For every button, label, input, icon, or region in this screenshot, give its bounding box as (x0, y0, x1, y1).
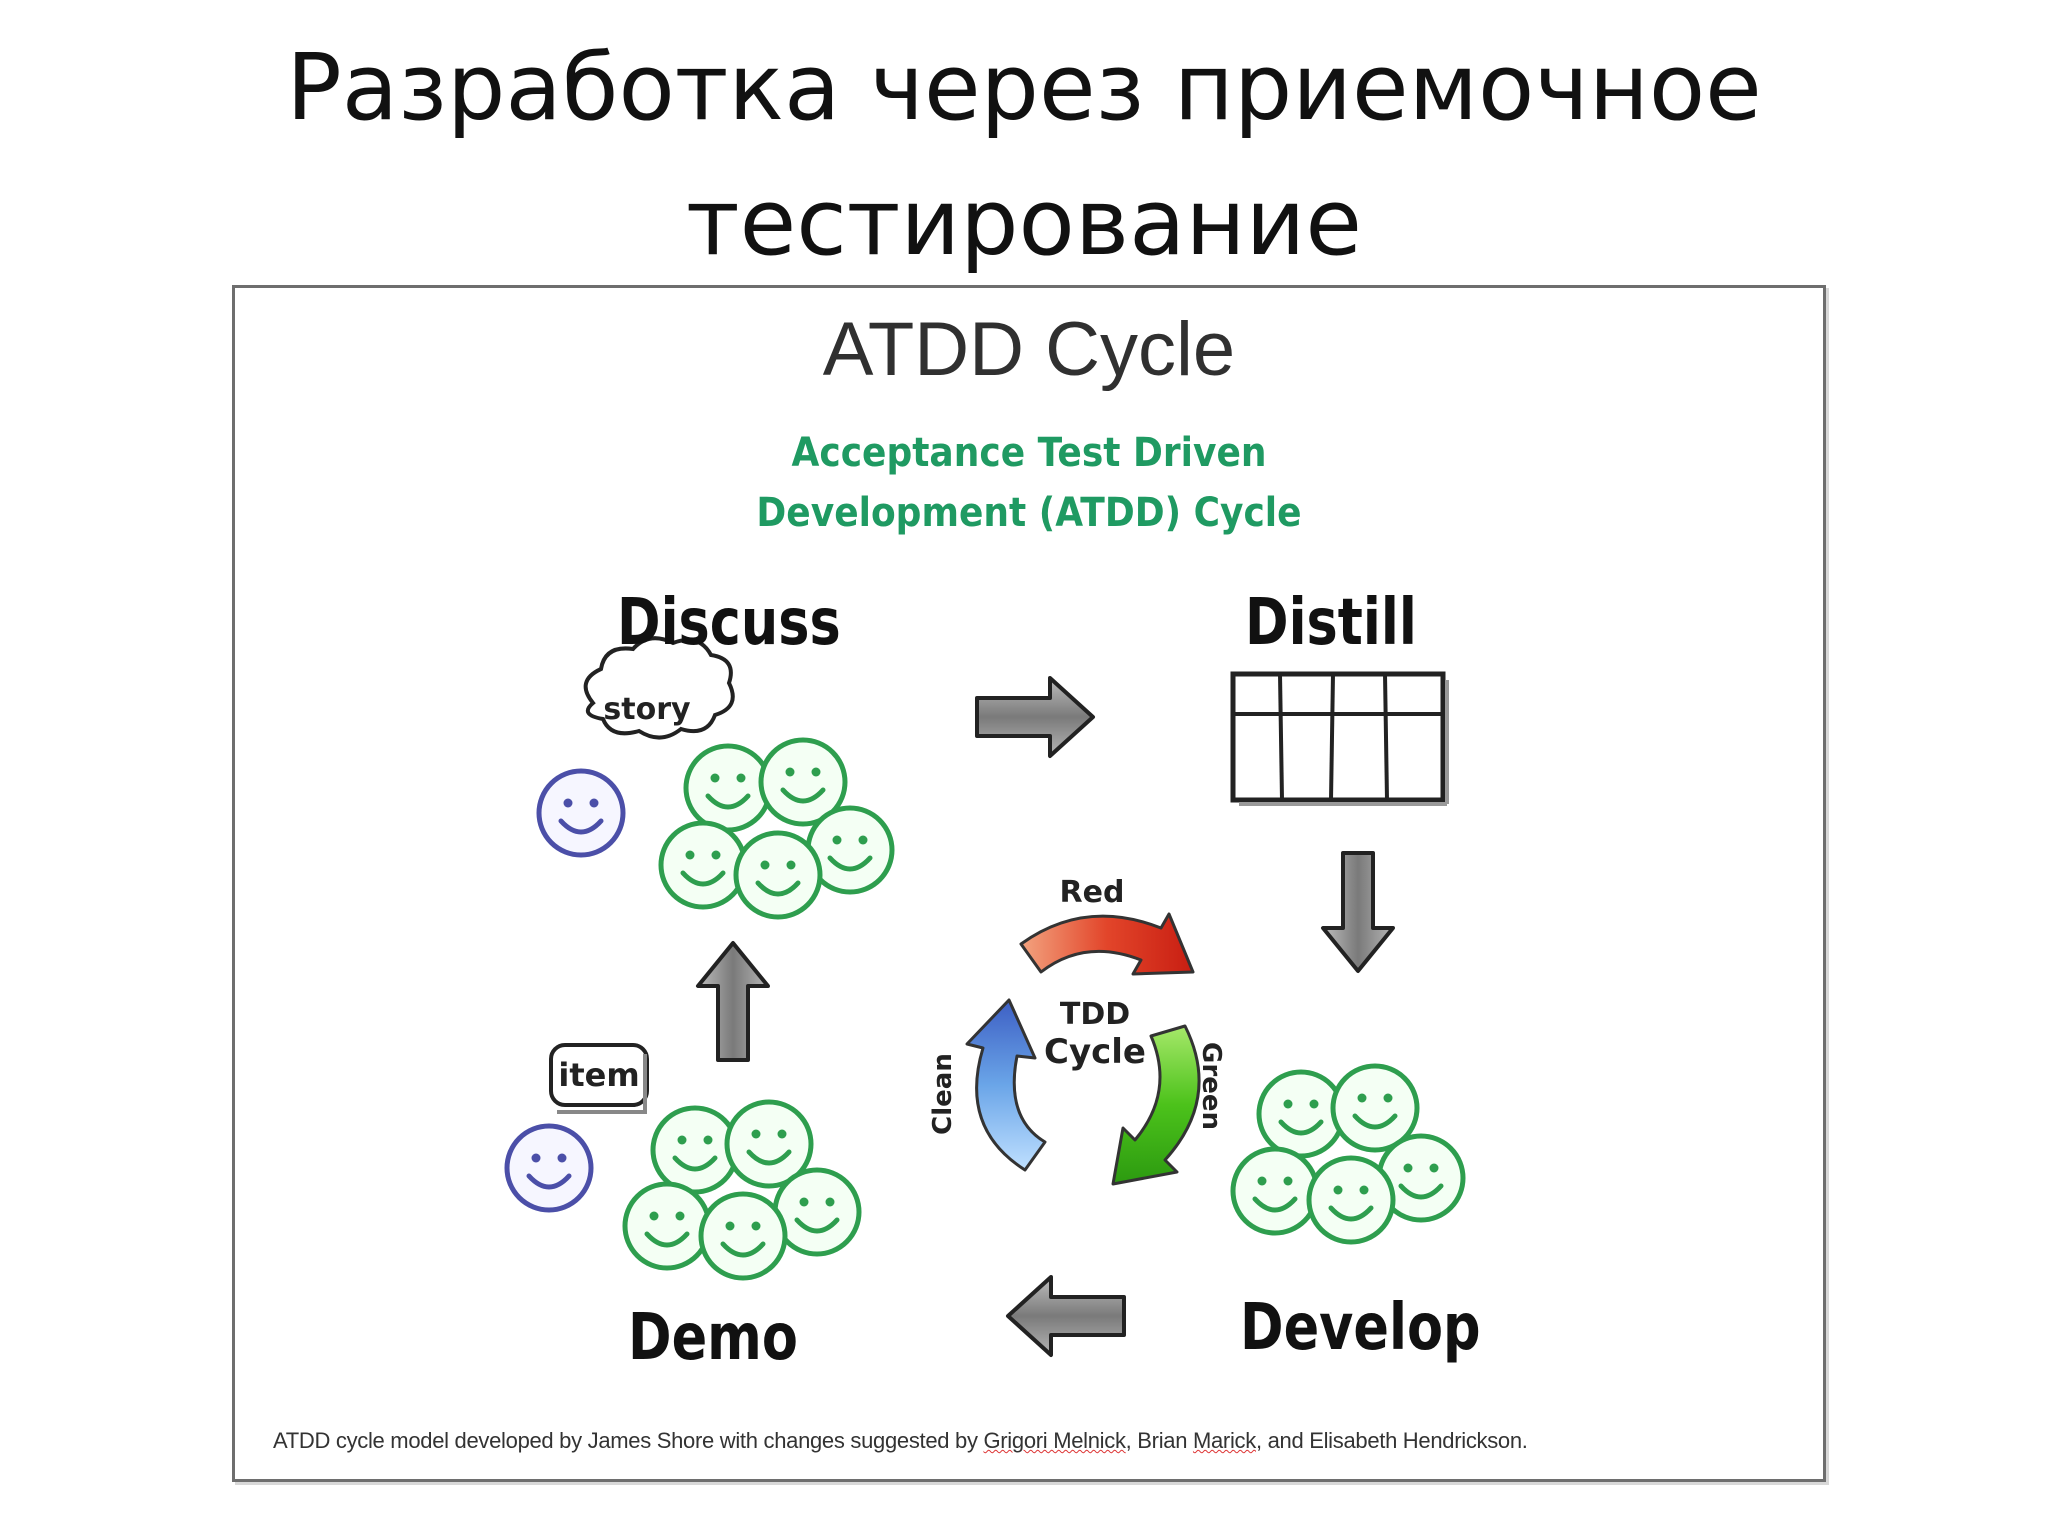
tdd-clean-arrow-icon (965, 998, 1047, 1172)
figure-title: ATDD Cycle (822, 307, 1236, 392)
tdd-green-arrow-icon (1111, 1024, 1201, 1186)
tdd-red-label: Red (1060, 875, 1125, 910)
tdd-red-arrow-icon (1019, 912, 1195, 976)
stage-discuss: Discuss (617, 586, 841, 660)
demo-team-smileys-icon (625, 1102, 859, 1278)
figure-subtitle: Acceptance Test Driven Development (ATDD… (314, 423, 1743, 543)
credit-part2: , Brian (1125, 1428, 1193, 1453)
develop-team-smileys-icon (1233, 1066, 1463, 1242)
story-bubble-label: story (603, 692, 691, 727)
tdd-clean-label: Clean (928, 1053, 958, 1135)
item-tag-icon (549, 1043, 649, 1114)
discuss-customer-smiley-icon (539, 771, 623, 855)
discuss-team-smileys-icon (661, 740, 892, 917)
slide-title-line1: Разработка через приемочное (286, 34, 1762, 141)
tdd-green-label: Green (1196, 1042, 1226, 1130)
credit-part3: , and Elisabeth Hendrickson. (1255, 1428, 1528, 1453)
credit-line: ATDD cycle model developed by James Shor… (273, 1428, 1528, 1454)
stage-develop: Develop (1240, 1291, 1481, 1365)
tdd-center-line2: Cycle (1044, 1032, 1146, 1072)
atdd-diagram: story (235, 636, 1829, 1357)
credit-part1: ATDD cycle model developed by James Shor… (273, 1428, 984, 1453)
up-arrow-icon (696, 941, 770, 1062)
credit-name-marick: Marick (1192, 1428, 1256, 1453)
right-arrow-icon (975, 676, 1095, 758)
discuss-story-cloud-icon (583, 636, 735, 740)
slide-title-line2: тестирование (686, 169, 1362, 276)
stage-distill: Distill (1245, 586, 1417, 660)
tdd-center-line1: TDD (1060, 997, 1130, 1032)
down-arrow-icon (1321, 851, 1395, 973)
acceptance-table-icon (1230, 671, 1449, 806)
credit-name-melnick: Grigori Melnick (983, 1428, 1126, 1453)
left-arrow-icon (1006, 1275, 1126, 1357)
atdd-figure: ATDD Cycle Acceptance Test Driven Develo… (232, 285, 1826, 1482)
stage-demo: Demo (628, 1301, 798, 1375)
subtitle-line1: Acceptance Test Driven (791, 430, 1267, 476)
subtitle-line2: Development (ATDD) Cycle (756, 490, 1302, 536)
item-bubble-label: item (558, 1056, 639, 1094)
slide-title: Разработка через приемочное тестирование (0, 20, 2048, 290)
demo-customer-smiley-icon (507, 1126, 591, 1210)
